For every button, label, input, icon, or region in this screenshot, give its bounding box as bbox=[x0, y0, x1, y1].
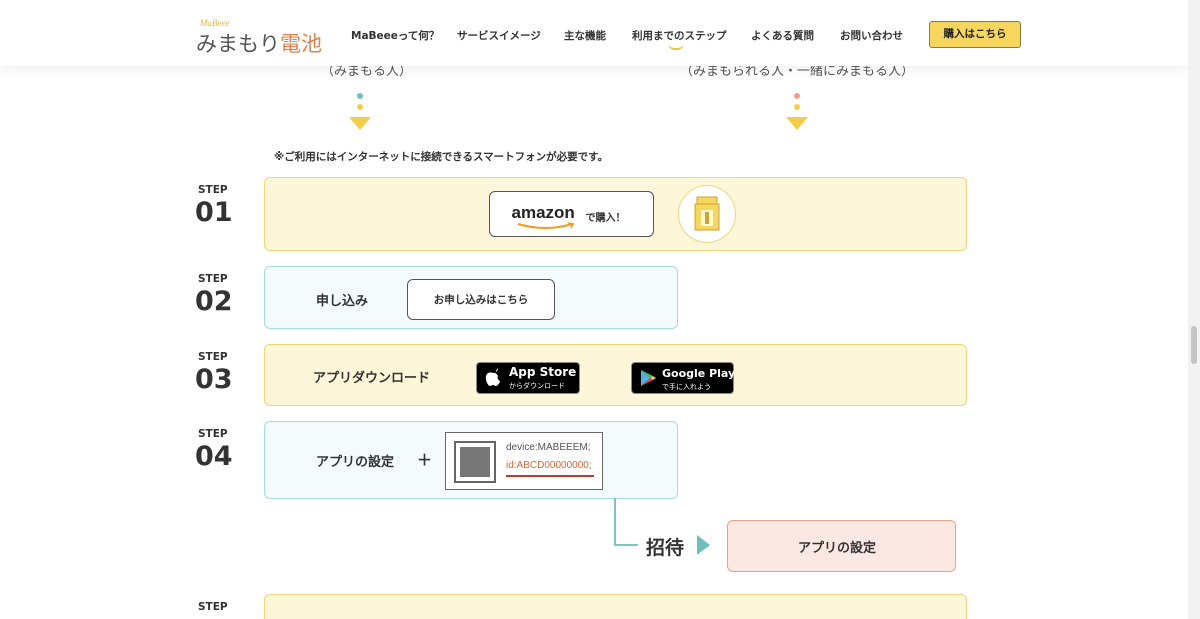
step-number: 04 bbox=[195, 441, 233, 472]
plus-sign: ＋ bbox=[417, 451, 433, 469]
qr-id-underline bbox=[506, 475, 594, 477]
step-label: STEP bbox=[198, 184, 228, 196]
nav-service-image[interactable]: サービスイメージ bbox=[457, 30, 541, 42]
google-play-icon bbox=[641, 370, 656, 386]
app-store-badge[interactable]: App Store からダウンロード bbox=[476, 362, 580, 394]
qr-code-icon bbox=[454, 441, 496, 483]
step-05-box bbox=[264, 594, 967, 619]
nav-steps[interactable]: 利用までのステップ bbox=[632, 30, 727, 42]
amazon-buy-text: で購入！ bbox=[585, 213, 626, 224]
step-label: STEP bbox=[198, 601, 228, 613]
invite-target-box bbox=[727, 520, 956, 572]
invite-connector bbox=[614, 498, 638, 546]
app-store-sub-text: からダウンロード bbox=[509, 382, 565, 390]
logo-tag: MaBeee bbox=[200, 18, 230, 28]
google-play-sub-text: で手に入れよう bbox=[662, 383, 711, 391]
invite-arrow-icon bbox=[697, 535, 710, 555]
app-store-main-text: App Store bbox=[509, 365, 577, 379]
down-arrow-icon bbox=[786, 117, 808, 130]
nav-faq[interactable]: よくある質問 bbox=[751, 30, 814, 42]
amazon-buy-button[interactable]: amazon で購入！ bbox=[489, 191, 654, 237]
invite-target-label: アプリの設定 bbox=[798, 541, 877, 556]
dot-pink-icon bbox=[794, 93, 800, 99]
logo[interactable]: MaBeee みまもり電池 bbox=[196, 18, 322, 58]
step-label: STEP bbox=[198, 273, 228, 285]
step-label: STEP bbox=[198, 428, 228, 440]
nav-main-features[interactable]: 主な機能 bbox=[564, 30, 606, 42]
dot-yellow-icon bbox=[357, 104, 363, 110]
step-label: STEP bbox=[198, 351, 228, 363]
dot-teal-icon bbox=[357, 93, 363, 99]
scrollbar-track[interactable] bbox=[1188, 0, 1200, 619]
invite-label: 招待 bbox=[646, 537, 685, 559]
scrollbar-thumb[interactable] bbox=[1191, 326, 1197, 364]
battery-box-icon bbox=[678, 185, 736, 243]
qr-card: device:MABEEEM; id:ABCD00000000; bbox=[445, 432, 603, 490]
qr-device-text: device:MABEEEM; bbox=[506, 442, 591, 453]
step-03-box bbox=[264, 344, 967, 406]
qr-id-text: id:ABCD00000000; bbox=[506, 460, 592, 471]
apply-button[interactable]: お申し込みはこちら bbox=[407, 279, 555, 320]
purchase-button[interactable]: 購入はこちら bbox=[929, 21, 1021, 48]
google-play-main-text: Google Play bbox=[662, 367, 736, 380]
dot-yellow-icon bbox=[794, 104, 800, 110]
nav-contact[interactable]: お問い合わせ bbox=[840, 30, 903, 42]
smartphone-note: ※ご利用にはインターネットに接続できるスマートフォンが必要です。 bbox=[274, 151, 609, 163]
amazon-logo-text: amazon bbox=[511, 203, 575, 222]
logo-accent: 電池 bbox=[280, 32, 322, 56]
site-header: MaBeee みまもり電池 MaBeeeって何？ サービスイメージ 主な機能 利… bbox=[0, 0, 1188, 66]
logo-text: みまもり電池 bbox=[196, 28, 322, 58]
google-play-badge[interactable]: Google Play で手に入れよう bbox=[631, 362, 736, 394]
down-arrow-icon bbox=[349, 117, 371, 130]
apple-icon bbox=[485, 368, 500, 386]
amazon-smile-icon bbox=[517, 222, 574, 229]
apply-label: 申し込み bbox=[316, 294, 369, 309]
role-right: （みまもられる人・一緒にみまもる人） bbox=[680, 64, 915, 79]
nav-active-indicator bbox=[668, 43, 684, 50]
app-settings-label: アプリの設定 bbox=[316, 455, 395, 470]
logo-main: みまもり bbox=[196, 32, 280, 56]
app-download-label: アプリダウンロード bbox=[313, 371, 431, 386]
nav-what-is-mabeee[interactable]: MaBeeeって何？ bbox=[351, 30, 440, 42]
role-left: （みまもる人） bbox=[321, 64, 413, 79]
amazon-logo: amazon で購入！ bbox=[512, 199, 632, 229]
step-number: 02 bbox=[195, 286, 233, 317]
step-number: 03 bbox=[195, 364, 233, 395]
step-number: 01 bbox=[195, 197, 233, 228]
